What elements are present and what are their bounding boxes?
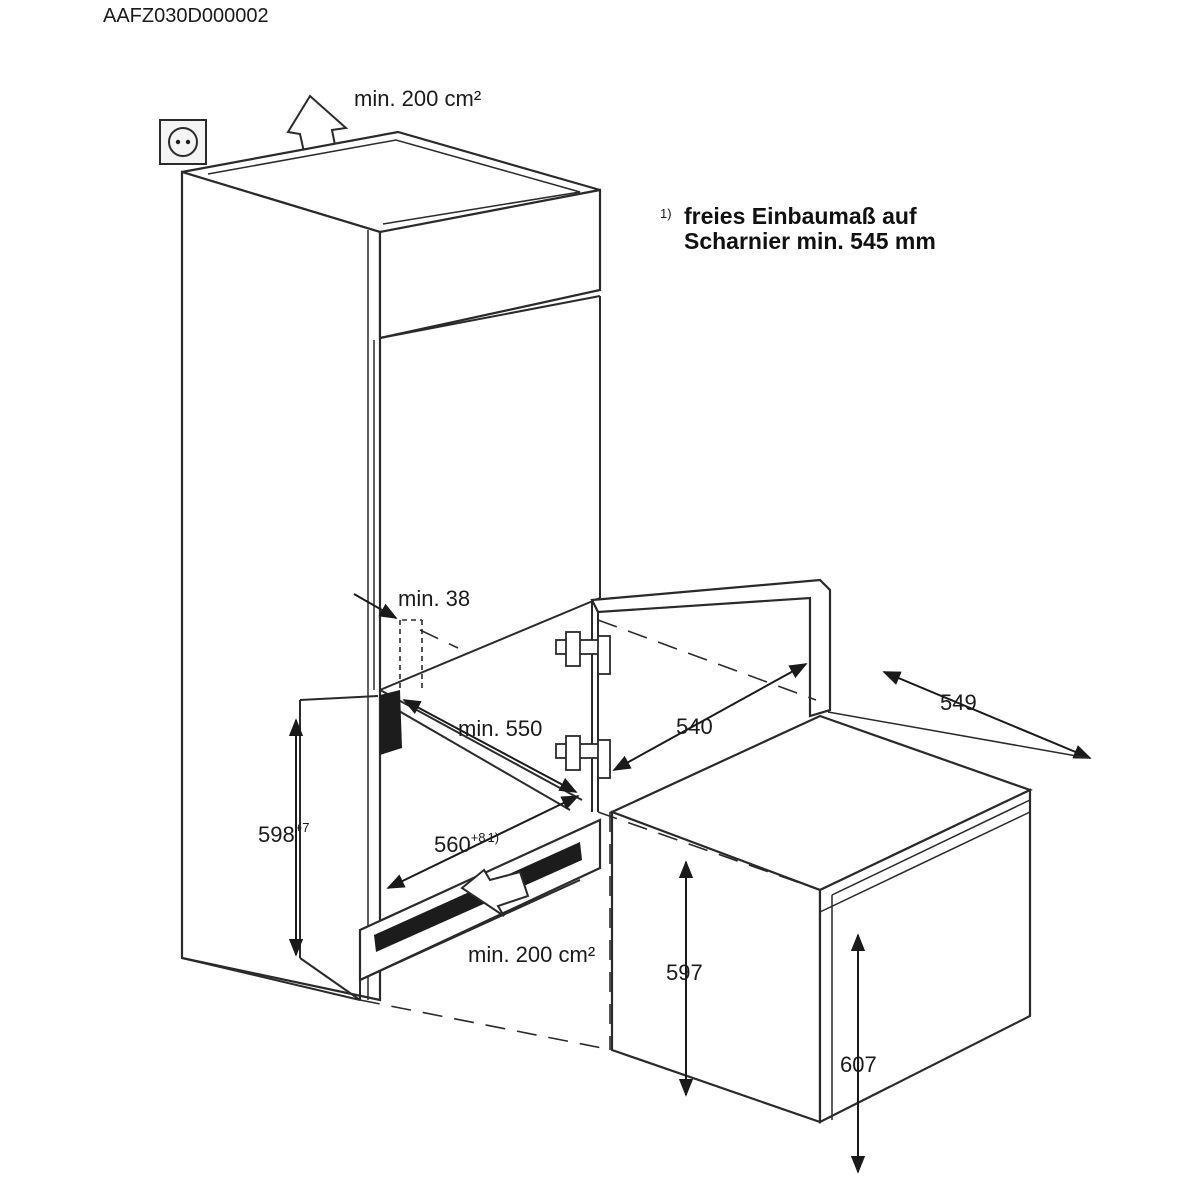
label-min-550: min. 550 (458, 716, 542, 741)
appliance-box (609, 714, 1033, 1124)
power-socket-icon (159, 119, 207, 165)
label-598-tolerance: +7 (295, 820, 310, 835)
document-code: AAFZ030D000002 (103, 5, 269, 27)
footnote-line-2: Scharnier min. 545 mm (684, 228, 936, 254)
footnote-marker: 1) (660, 206, 672, 221)
label-560-base: 560 (434, 832, 471, 857)
label-560-tolerance: +8 (471, 830, 486, 845)
vent-bottom-label: min. 200 cm² (468, 942, 595, 967)
dimension-lines (288, 593, 1092, 1174)
label-597: 597 (666, 960, 703, 985)
label-min-38: min. 38 (398, 586, 470, 611)
tall-cabinet (180, 130, 602, 1002)
label-607: 607 (840, 1052, 877, 1077)
label-549: 549 (940, 690, 977, 715)
hinge-lower-icon (555, 735, 611, 779)
vent-top-arrow-icon (286, 94, 349, 154)
vent-top-label: min. 200 cm² (354, 86, 481, 111)
label-598: 598+7 (258, 820, 310, 847)
hinge-upper-icon (555, 631, 611, 675)
label-540: 540 (676, 714, 713, 739)
footnote-line-1: freies Einbaumaß auf (684, 203, 917, 229)
label-598-base: 598 (258, 822, 295, 847)
label-560-ref: 1) (488, 830, 500, 845)
